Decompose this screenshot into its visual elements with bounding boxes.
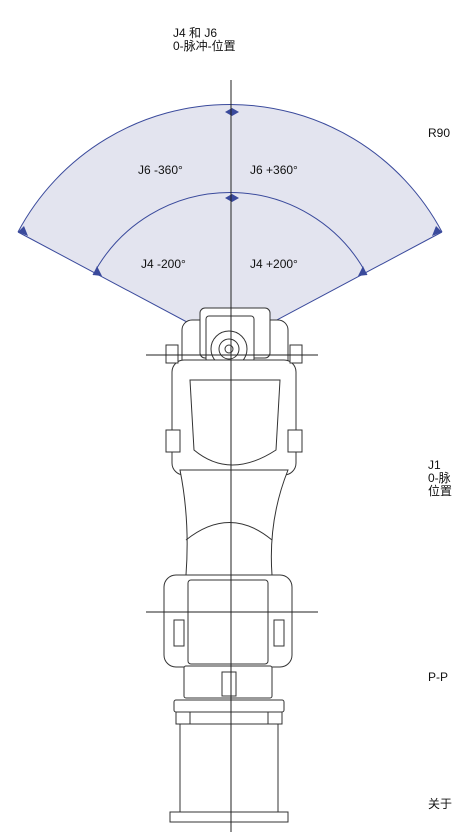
j4-positive-label: J4 +200°	[250, 257, 298, 271]
arrow-heads	[18, 108, 442, 276]
pp-label: P-P	[428, 670, 449, 684]
j6-range-arc	[17, 104, 443, 233]
center-lines	[146, 80, 318, 832]
radius-label: R90	[428, 126, 451, 140]
j4-negative-label: J4 -200°	[141, 257, 186, 271]
about-label: 关于	[428, 797, 453, 811]
header-line-1: J4 和 J6	[173, 26, 218, 40]
j1-label-line-1: J1	[428, 458, 441, 472]
j1-label-line-3: 位置	[428, 484, 453, 498]
robot-body	[163, 307, 303, 823]
j6-negative-label: J6 -360°	[138, 163, 183, 177]
j4-range-arc	[92, 192, 368, 276]
j6-positive-label: J6 +360°	[250, 163, 298, 177]
motion-sector	[18, 104, 442, 345]
header-line-2: 0-脉冲-位置	[173, 39, 236, 53]
j1-label-line-2: 0-脉	[428, 471, 451, 485]
